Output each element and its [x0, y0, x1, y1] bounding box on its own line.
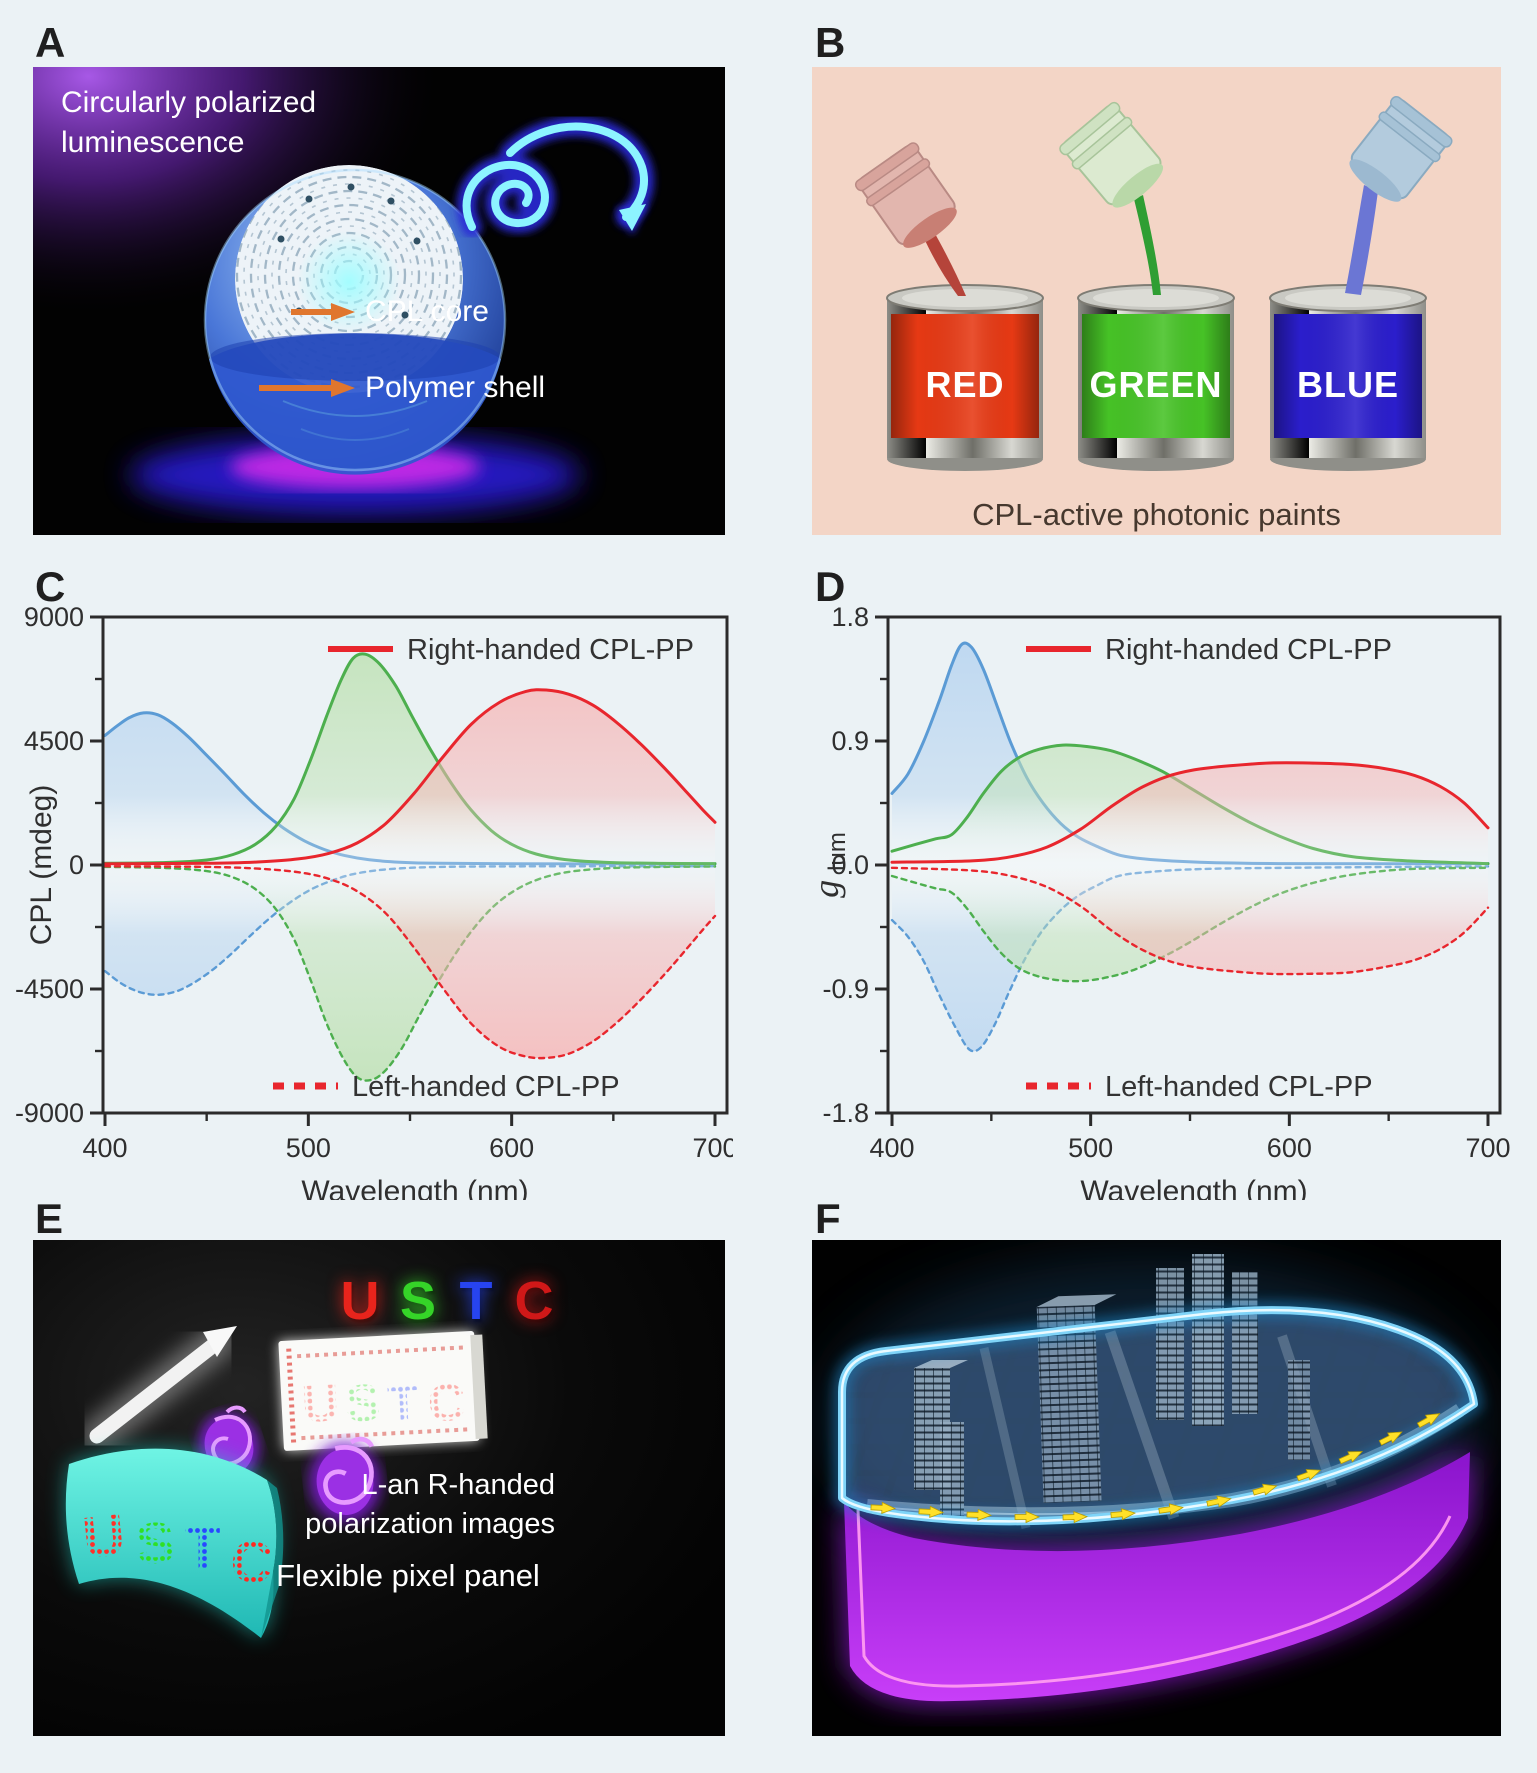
- svg-text:Wavelength (nm): Wavelength (nm): [1080, 1175, 1307, 1200]
- pixel-panel-white: U S T C: [278, 1331, 488, 1451]
- flexible-panel-cyan: U S T C: [65, 1448, 284, 1638]
- panel-a-label: A: [35, 19, 66, 66]
- faint-letter-s: S: [344, 1374, 382, 1434]
- svg-text:Right-handed CPL-PP: Right-handed CPL-PP: [1105, 634, 1392, 666]
- svg-text:0: 0: [69, 850, 84, 880]
- pixel-letter-c: C: [228, 1528, 275, 1596]
- svg-text:500: 500: [1068, 1133, 1113, 1163]
- svg-text:1.8: 1.8: [831, 602, 869, 632]
- pixel-letter-u: U: [80, 1502, 128, 1571]
- svg-text:Right-handed CPL-PP: Right-handed CPL-PP: [407, 634, 694, 666]
- city-buildings: [914, 1254, 1310, 1520]
- svg-text:Left-handed CPL-PP: Left-handed CPL-PP: [352, 1071, 620, 1103]
- svg-text:4500: 4500: [24, 726, 84, 756]
- panel-b-label: B: [815, 19, 846, 66]
- faint-letter-t: T: [386, 1374, 421, 1434]
- panel-f-art: [812, 1240, 1501, 1736]
- panel-b-caption: CPL-active photonic paints: [972, 497, 1341, 532]
- annotation-cpl-core: CPL core: [365, 295, 489, 328]
- svg-text:9000: 9000: [24, 602, 84, 632]
- pour-can-red: [854, 142, 957, 248]
- svg-text:-4500: -4500: [15, 974, 84, 1004]
- title-line-2: luminescence: [61, 125, 245, 159]
- svg-text:500: 500: [286, 1133, 331, 1163]
- panel-d-label: D: [815, 563, 846, 610]
- pour-can-blue: [1349, 95, 1453, 202]
- annotation-polymer-shell: Polymer shell: [365, 371, 546, 404]
- paint-stream-red: [920, 225, 966, 296]
- svg-text:400: 400: [82, 1133, 127, 1163]
- svg-text:-0.9: -0.9: [822, 974, 869, 1004]
- letter-u: U: [340, 1271, 380, 1331]
- svg-text:600: 600: [489, 1133, 534, 1163]
- svg-text:700: 700: [1465, 1133, 1510, 1163]
- pour-can-green: [1059, 101, 1164, 208]
- building: [1288, 1360, 1310, 1460]
- cpl-substrate-slab: [844, 1452, 1470, 1702]
- building: [1036, 1294, 1117, 1503]
- panel-a-title: Circularly polarized luminescence: [61, 83, 316, 162]
- panel-e-caption: L-an R-handed polarization images: [255, 1466, 555, 1544]
- paint-can-label-green: GREEN: [1089, 364, 1222, 405]
- panel-e-image: U S T C: [33, 1240, 725, 1736]
- chart-glum-spectra: 400 500 600 700 1.8 0.9 0.0 -0.9 -1.8Wavelength …: [806, 602, 1511, 1200]
- caption-line-2: polarization images: [305, 1508, 555, 1541]
- paint-can-red: RED: [886, 284, 1044, 471]
- cpl-microsphere: [203, 165, 507, 475]
- panel-a-art: [33, 67, 725, 535]
- light-beam-arrow-icon: [80, 1324, 237, 1453]
- panel-c-label: C: [35, 563, 66, 610]
- svg-text:-9000: -9000: [15, 1098, 84, 1128]
- faint-letter-u: U: [300, 1374, 341, 1434]
- svg-text:Left-handed CPL-PP: Left-handed CPL-PP: [1105, 1071, 1373, 1103]
- paint-stream-blue: [1345, 185, 1378, 295]
- paint-can-label-blue: BLUE: [1297, 364, 1399, 405]
- svg-text:700: 700: [692, 1133, 733, 1163]
- waveguide-neon-loop: [833, 1301, 1483, 1531]
- svg-text:g lum: g lum: [806, 832, 851, 898]
- svg-text:CPL (mdeg): CPL (mdeg): [25, 785, 58, 946]
- svg-text:400: 400: [869, 1133, 914, 1163]
- panel-b-image: RED GREEN BLUE: [812, 67, 1501, 535]
- panel-f-image: [812, 1240, 1501, 1736]
- faint-letter-c: C: [426, 1373, 467, 1433]
- pixel-letter-t: T: [185, 1516, 220, 1581]
- panel-f-label: F: [815, 1195, 841, 1242]
- right-spiral-blob-icon: [309, 1436, 381, 1523]
- panel-e-bottom-caption: Flexible pixel panel: [276, 1558, 540, 1593]
- caption-line-1: L-an R-handed: [361, 1469, 555, 1501]
- svg-text:600: 600: [1267, 1133, 1312, 1163]
- panel-a-image: Circularly polarized luminescence CPL co…: [33, 67, 725, 535]
- chart-cpl-spectra: 400 500 600 700 9000 4500 0 -4500 -9000Wavelengt…: [15, 602, 733, 1200]
- letter-t: T: [459, 1271, 493, 1331]
- svg-text:0.9: 0.9: [831, 726, 869, 756]
- panel-e-label: E: [35, 1195, 64, 1242]
- paint-can-green: GREEN: [1077, 284, 1235, 471]
- pixel-letter-s: S: [134, 1510, 176, 1577]
- title-line-1: Circularly polarized: [61, 86, 317, 119]
- paint-can-label-red: RED: [925, 364, 1004, 405]
- svg-text:Wavelength (nm): Wavelength (nm): [301, 1175, 528, 1200]
- svg-text:0.0: 0.0: [831, 850, 869, 880]
- spiral-arrow-icon: [456, 116, 654, 237]
- svg-text:-1.8: -1.8: [822, 1098, 869, 1128]
- annotation-arrows: [259, 303, 355, 397]
- letter-c: C: [514, 1271, 554, 1331]
- light-direction-arrows: [870, 1413, 1441, 1524]
- panel-b-art: RED GREEN BLUE: [854, 95, 1453, 471]
- paint-can-blue: BLUE: [1269, 284, 1427, 471]
- panel-e-art: U S T C: [33, 1240, 725, 1736]
- building: [940, 1422, 964, 1520]
- letter-s: S: [399, 1271, 437, 1331]
- building: [1156, 1254, 1258, 1426]
- paint-stream-green: [1134, 195, 1161, 295]
